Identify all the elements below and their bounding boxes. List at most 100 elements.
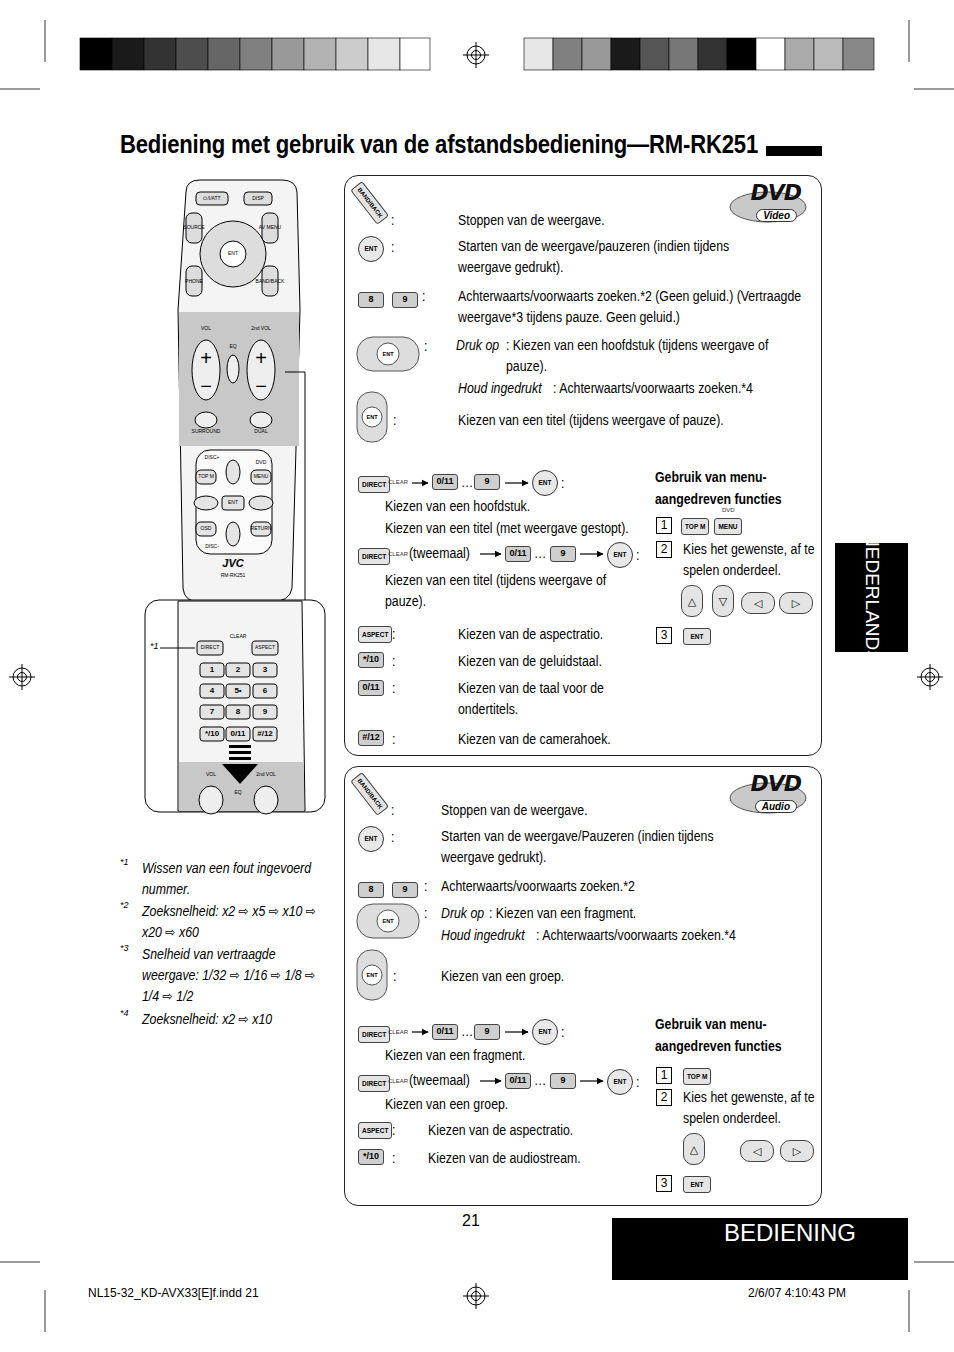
instruction-text: Starten van de weergave/Pauzeren (indien… — [441, 826, 761, 868]
key-label: ASPECT — [358, 626, 392, 643]
remote-key-label: 8 — [236, 708, 240, 717]
instruction-text: Kiezen van een hoofdstuk. — [385, 496, 530, 517]
enter-key: ENT — [358, 236, 384, 262]
step-number: 3 — [656, 627, 672, 644]
remote-label: CLEAR — [230, 634, 247, 640]
instruction-text: Starten van de weergave/pauzeren (indien… — [458, 236, 768, 278]
arrow-key: ▷ — [779, 592, 813, 614]
footnote-marker: *1 — [150, 642, 159, 652]
key-label: 0/11 — [505, 1073, 531, 1089]
key-label: */10 — [358, 1149, 384, 1165]
instruction-text: : — [391, 210, 394, 231]
instruction-text: Kiezen van een titel (tijdens weergave o… — [385, 570, 635, 612]
instruction-text: Druk op — [456, 335, 499, 356]
color-bars — [80, 38, 874, 70]
instruction-text: : — [422, 286, 425, 307]
instruction-text: Kiezen van een titel (met weergave gesto… — [385, 518, 629, 539]
remote-label: VOL — [201, 326, 211, 332]
remote-label: OSD — [201, 526, 212, 532]
remote-label: BAND/BACK — [256, 279, 285, 285]
small-label: CLEAR — [388, 1029, 408, 1036]
remote-label: − — [255, 376, 267, 396]
instruction-text: : — [391, 827, 394, 848]
joystick-label: ENT — [367, 972, 378, 978]
arrow-key: ▷ — [780, 1140, 814, 1162]
remote-key-label: 6 — [263, 687, 267, 696]
instruction-text: Stoppen van de weergave. — [458, 210, 605, 231]
small-label: CLEAR — [388, 479, 408, 486]
instruction-text: : — [391, 800, 394, 821]
remote-key-label: */10 — [205, 730, 219, 739]
key-label: 0/11 — [432, 474, 458, 490]
remote-label: SURROUND — [192, 429, 221, 435]
footnote-marker: *4 — [120, 1009, 129, 1019]
instruction-text: : — [392, 1120, 395, 1141]
enter-key: ENT — [607, 1069, 633, 1095]
format-logo: Audio — [755, 800, 797, 813]
remote-key-label: 0/11 — [230, 730, 245, 739]
remote-label: 2nd VOL — [256, 772, 276, 778]
instruction-text: Kiezen van de audiostream. — [428, 1148, 581, 1169]
instruction-text: Kiezen van een groep. — [385, 1094, 508, 1115]
page-number: 21 — [462, 1212, 480, 1230]
page-title: Bediening met gebruik van de afstandsbed… — [120, 131, 758, 159]
remote-inset — [145, 600, 325, 814]
instruction-text: Houd ingedrukt — [441, 925, 525, 946]
arrow-key: △ — [681, 585, 703, 617]
language-tab: NEDERLANDS — [835, 543, 908, 652]
tab-label: NEDERLANDS — [861, 533, 882, 663]
instruction-text: Kiezen van een titel (tijdens weergave o… — [458, 410, 724, 431]
section-heading: Gebruik van menu-aangedreven functies — [655, 466, 820, 510]
key-label: ENT — [683, 628, 711, 645]
instruction-text: … — [461, 1021, 473, 1042]
section-band: BEDIENING — [612, 1218, 908, 1280]
brand-logo: JVC — [222, 557, 243, 569]
title-bar — [766, 146, 822, 156]
instruction-text: … — [534, 1070, 546, 1091]
remote-label: AV MENU — [259, 225, 281, 231]
remote-label: DUAL — [254, 429, 267, 435]
registration-marks — [9, 42, 943, 1309]
small-label: DVD — [722, 507, 735, 514]
remote-label: VOL — [206, 772, 216, 778]
joystick-label: ENT — [367, 414, 378, 420]
instruction-text: : Achterwaarts/voorwaarts zoeken.*4 — [536, 925, 736, 946]
footnote: Wissen van een fout ingevoerd nummer. — [142, 858, 322, 900]
remote-label: SOURCE — [183, 225, 204, 231]
key-label: 0/11 — [358, 680, 384, 696]
footnote-marker: *1 — [120, 858, 129, 868]
instruction-text: : Kiezen van een hoofdstuk (tijdens weer… — [506, 335, 796, 377]
small-label: CLEAR — [388, 551, 408, 558]
key-label: 9 — [474, 474, 500, 490]
format-logo: DVD — [750, 772, 801, 796]
small-label: CLEAR — [388, 1078, 408, 1085]
arrow-key: ▽ — [712, 585, 734, 617]
remote-label: TOP M — [198, 474, 214, 480]
remote-key-label: 5• — [234, 687, 241, 696]
key-label: DIRECT — [358, 548, 390, 565]
key-label: #/12 — [358, 730, 384, 746]
remote-key-label: #/12 — [257, 730, 273, 739]
remote-label: EQ — [229, 344, 236, 350]
instruction-text: : Achterwaarts/voorwaarts zoeken.*4 — [553, 378, 753, 399]
remote-label: RETURN — [251, 526, 272, 532]
remote-key-label: 9 — [263, 708, 267, 717]
enter-key: ENT — [532, 1019, 558, 1045]
instruction-text: Kiezen van een groep. — [441, 966, 564, 987]
leader-line — [285, 372, 305, 604]
instruction-text: : — [392, 729, 395, 750]
remote-label: DISC- — [205, 544, 219, 550]
enter-key: ENT — [358, 826, 384, 852]
remote-label: DISC+ — [205, 455, 220, 461]
tab-label: BEDIENING — [724, 1220, 856, 1246]
instruction-text: Kiezen van de aspectratio. — [458, 624, 603, 645]
remote-label: ⏻/I/ATT — [203, 196, 220, 202]
instruction-text: : — [636, 545, 639, 566]
instruction-text: Druk op — [441, 903, 484, 924]
instruction-text: : — [424, 336, 427, 357]
key-label: ASPECT — [358, 1122, 392, 1139]
remote-key-label: 2 — [236, 666, 240, 675]
remote-key-label: 3 — [263, 666, 267, 675]
instruction-text: Achterwaarts/voorwaarts zoeken.*2 (Geen … — [458, 286, 808, 328]
key-label: ENT — [683, 1176, 711, 1193]
